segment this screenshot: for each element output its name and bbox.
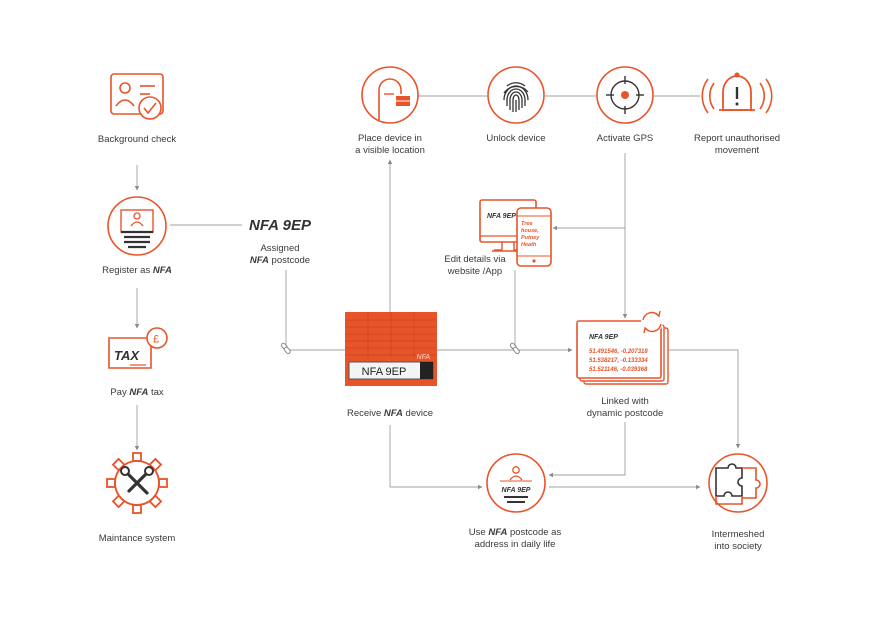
step-label-edit-details: Edit details via website /App <box>444 254 506 277</box>
step-label-background-check: Background check <box>97 134 177 145</box>
chain-link-icon <box>280 342 291 355</box>
coordinate-line: 51.538217, -0.133334 <box>589 358 648 364</box>
step-label-assigned-postcode: Assigned NFA postcode <box>249 243 311 266</box>
arrow-linked-intermeshed <box>668 349 741 449</box>
id-card-check-icon <box>110 73 164 120</box>
step-label-activate-gps: Activate GPS <box>596 133 654 144</box>
monitor-postcode: NFA 9EP <box>487 213 516 220</box>
register-circle-icon <box>107 196 167 256</box>
phone-address-line: Heath <box>521 242 537 248</box>
address-card-circle-icon: NFA 9EP <box>486 453 546 513</box>
step-label-maintenance: Maintance system <box>98 533 176 544</box>
card-postcode: NFA 9EP <box>589 334 618 341</box>
use-card-postcode: NFA 9EP <box>502 487 531 494</box>
step-label-pay-tax: Pay NFA tax <box>110 387 164 398</box>
alarm-bell-icon <box>701 72 773 114</box>
coordinate-line: 51.521146, -0.039368 <box>589 367 648 373</box>
tax-icon: TAX £ <box>108 327 168 369</box>
step-label-linked: Linked with dynamic postcode <box>586 396 664 419</box>
nfa-device-illustration: NFA NFA 9EP <box>345 312 437 386</box>
tax-label: TAX <box>114 348 140 363</box>
fingerprint-icon <box>487 66 545 124</box>
dynamic-postcode-card: NFA 9EP 51.491546, -0.207318 51.538217, … <box>576 310 669 385</box>
assigned-postcode-text: NFA 9EP <box>249 217 312 234</box>
device-brand-label: NFA <box>417 354 431 361</box>
step-label-register: Register as NFA <box>102 265 172 276</box>
step-label-report: Report unauthorised movement <box>693 133 781 156</box>
puzzle-intermeshed-icon <box>708 453 768 513</box>
line-postcode-device <box>285 270 345 351</box>
phone-address-line: house, <box>521 228 539 234</box>
arrow-device-use <box>389 425 483 490</box>
pound-symbol: £ <box>153 334 159 346</box>
gps-crosshair-icon <box>596 66 654 124</box>
gear-wrench-icon <box>106 452 168 514</box>
mailbox-device-icon <box>361 66 419 124</box>
step-label-intermeshed: Intermeshed into society <box>711 529 765 552</box>
chain-link-icon <box>509 342 520 355</box>
device-plate-text: NFA 9EP <box>362 366 407 378</box>
step-label-unlock: Unlock device <box>486 133 546 144</box>
monitor-phone-icon: NFA 9EP Tree house, Putney Heath <box>479 199 552 267</box>
refresh-icon <box>642 310 662 334</box>
step-label-place-device: Place device in a visible location <box>355 133 425 156</box>
arrow-linked-use <box>548 422 626 478</box>
step-label-use-postcode: Use NFA postcode as address in daily lif… <box>468 527 562 550</box>
phone-address-line: Putney <box>521 235 540 241</box>
step-label-receive-device: Receive NFA device <box>346 408 434 419</box>
phone-address-line: Tree <box>521 221 533 227</box>
coordinate-line: 51.491546, -0.207318 <box>589 349 648 355</box>
